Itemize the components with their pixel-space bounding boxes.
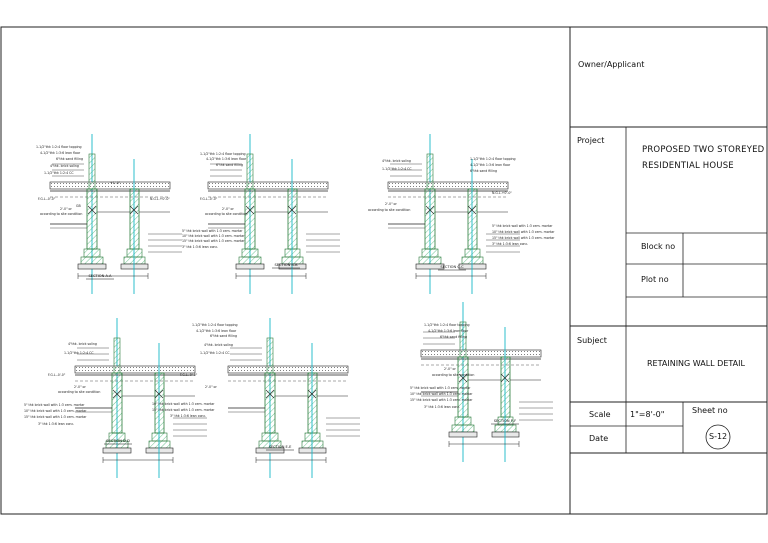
- sheet-number: S-12: [709, 432, 728, 441]
- note-depth: 2'-0" or: [74, 385, 87, 389]
- project-title-line2: RESIDENTIAL HOUSE: [642, 161, 734, 171]
- note-wall5: 5" thk brick wall with 1:3 cem. mortar: [182, 229, 243, 233]
- note-fgl: F.G.L.-0'-0": [38, 197, 56, 201]
- note-sand-filling: 6"thk sand filling: [210, 334, 237, 338]
- project-label: Project: [577, 136, 605, 145]
- note-wall10: 10" thk brick wall with 1:3 cem. mortar: [182, 234, 245, 238]
- note-cc-lean: 1-1/2"thk 1:2:4 CC: [382, 167, 412, 171]
- note-cc-lean: 1-1/2"thk 1:2:4 CC: [64, 351, 94, 355]
- note-cc-lean: 1-1/2"thk 1:2:4 CC: [44, 171, 74, 175]
- owner-applicant-label: Owner/Applicant: [578, 60, 645, 69]
- block-no-label: Block no: [641, 242, 676, 251]
- note-depth: 2'-0" or: [60, 207, 73, 211]
- note-wall5: 5" thk brick wall with 1:3 cem. mortar: [410, 386, 471, 390]
- note-depth: 2'-0" or: [444, 367, 457, 371]
- note-lean-floor: 4-1/2"thk 1:3:6 lean floor: [206, 157, 247, 161]
- note-site-condition: according to site condition: [205, 212, 247, 216]
- note-floor-topping: 1-1/2"thk 1:2:4 floor topping: [470, 157, 516, 161]
- note-wall10: 10" thk brick wall with 1:3 cem. mortar: [492, 230, 555, 234]
- sheet-no-label: Sheet no: [692, 406, 728, 415]
- note-site-condition: according to site condition: [58, 390, 100, 394]
- note-sand-filling: 6"thk sand filling: [440, 335, 467, 339]
- note-floor-topping: 1-1/2"thk 1:2:4 floor topping: [192, 323, 238, 327]
- note-lean-floor: 4-1/2"thk 1:3:6 lean floor: [40, 151, 81, 155]
- note-lean-floor: 4-1/2"thk 1:3:6 lean floor: [196, 329, 237, 333]
- note-lean-conc: 3" thk 1:3:6 lean conc.: [424, 405, 460, 409]
- note-floor-topping: 1-1/2"thk 1:2:4 floor topping: [424, 323, 470, 327]
- note-wall5: 5" thk brick wall with 1:3 cem. mortar: [24, 403, 85, 407]
- note-lean-conc: 3" thk 1:3:6 lean conc.: [170, 414, 206, 418]
- note-brick-soling: 4"thk. brick soling: [68, 342, 97, 346]
- note-wall15: 15" thk brick wall with 1:3 cem. mortar: [492, 236, 555, 240]
- note-ngl: N.G.L.+0'-0": [150, 197, 170, 201]
- date-label: Date: [589, 434, 609, 443]
- note-cc-lean: 1-1/2"thk 1:2:4 CC: [200, 351, 230, 355]
- note-lean-conc: 3" thk 1:3:6 lean conc.: [38, 422, 74, 426]
- note-depth: 2'-0" or: [385, 202, 398, 206]
- note-brick-soling: 4"thk. brick soling: [50, 164, 79, 168]
- note-lean-floor: 4-1/2"thk 1:3:6 lean floor: [428, 329, 469, 333]
- sheet-border: [0, 26, 768, 515]
- scale-label: Scale: [589, 410, 611, 419]
- subject-value: RETAINING WALL DETAIL: [647, 359, 745, 368]
- note-depth: 2'-0" or: [222, 207, 235, 211]
- section-e-e-detail: [227, 317, 361, 479]
- sheet-number-circle: [705, 424, 731, 450]
- section-title: SECTION E-E: [269, 445, 293, 449]
- note-wall10: 10" thk brick wall with 1:3 cem. mortar: [410, 392, 473, 396]
- project-title-line1: PROPOSED TWO STOREYED: [642, 145, 765, 155]
- note-gb: GB: [76, 204, 81, 208]
- note-fgl: F.G.L.-0'-0": [180, 373, 198, 377]
- note-site-condition: according to site condition: [40, 212, 82, 216]
- note-lean-floor: 4-1/2"thk 1:3:6 lean floor: [470, 163, 511, 167]
- note-elevation: +1'-0": [110, 181, 121, 185]
- note-site-condition: according to site condition: [368, 208, 410, 212]
- note-ngl: N.G.L.+0'-0": [492, 191, 512, 195]
- note-wall15: 15" thk brick wall with 1:3 cem. mortar: [182, 239, 245, 243]
- section-title: SECTION C-C: [440, 265, 464, 269]
- note-brick-soling: 4"thk. brick soling: [382, 159, 411, 163]
- note-floor-topping: 1-1/2"thk 1:2:4 floor topping: [200, 152, 246, 156]
- plot-no-label: Plot no: [641, 275, 669, 284]
- note-floor-topping: 1-1/2"thk 1:2:4 floor topping: [36, 145, 82, 149]
- note-wall15: 15" thk brick wall with 1:3 cem. mortar: [410, 398, 473, 402]
- note-wall10: 10" thk brick wall with 1:3 cem. mortar: [24, 409, 87, 413]
- note-sand-filling: 6"thk sand filling: [216, 163, 243, 167]
- note-sand-filling: 6"thk sand filling: [470, 169, 497, 173]
- subject-label: Subject: [577, 336, 607, 345]
- section-title: SECTION A-A: [88, 274, 112, 278]
- note-fgl: F.G.L.-0'-0": [200, 197, 218, 201]
- note-lean-conc: 3" thk 1:3:6 lean conc.: [492, 242, 528, 246]
- scale-value: 1"=8'-0": [630, 410, 665, 419]
- note-fgl: F.G.L.-0'-0": [48, 373, 66, 377]
- note-site-condition: according to site condition: [432, 373, 474, 377]
- note-sand-filling: 6"thk sand filling: [56, 157, 83, 161]
- note-wall10: 10" thk brick wall with 1:3 cem. mortar: [152, 402, 215, 406]
- section-title: SECTION B-B: [274, 263, 298, 267]
- note-wall5: 5" thk brick wall with 1:3 cem. mortar: [492, 224, 553, 228]
- section-title: SECTION D-D: [106, 439, 130, 443]
- note-lean-conc: 3" thk 1:3:6 lean conc.: [182, 245, 218, 249]
- note-wall15: 15" thk brick wall with 1:3 cem. mortar: [152, 408, 215, 412]
- note-depth: 2'-0" or: [205, 385, 218, 389]
- note-wall15: 15" thk brick wall with 1:3 cem. mortar: [24, 415, 87, 419]
- note-brick-soling: 4"thk. brick soling: [204, 343, 233, 347]
- section-title: SECTION F-F: [494, 419, 516, 423]
